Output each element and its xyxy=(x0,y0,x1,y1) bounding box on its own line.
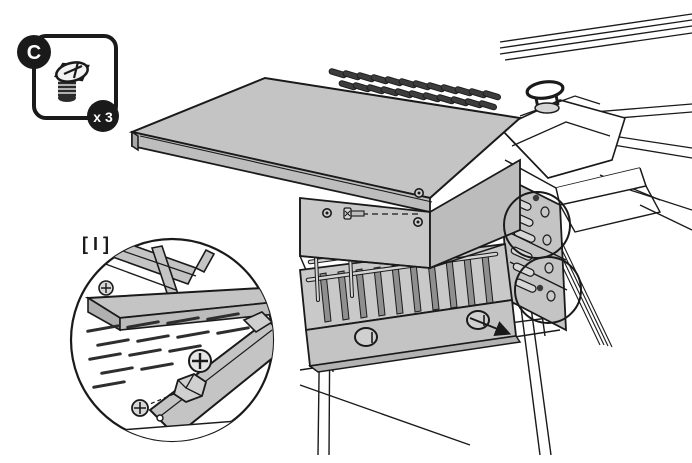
upper-rails xyxy=(499,13,692,231)
side-panel-holes xyxy=(540,206,556,302)
grill-lid-assembly xyxy=(498,80,662,233)
detail-circle-lower xyxy=(514,256,582,324)
grill-front-panel xyxy=(299,158,521,271)
detail-screw-head-icon xyxy=(131,399,149,417)
detail-view-circle xyxy=(69,237,275,443)
quantity-text: x 3 xyxy=(93,109,113,125)
control-knobs xyxy=(354,310,490,347)
side-shelf-top-panel xyxy=(128,68,523,214)
shelf-vent-slots xyxy=(328,68,501,111)
detail-view-label: [ I ] xyxy=(82,234,109,254)
detail-hex-bolt-icon xyxy=(149,372,208,405)
direction-arrow xyxy=(469,317,512,336)
pan-head-phillips-screw-icon xyxy=(53,61,90,102)
grill-front-lower-panel xyxy=(305,298,522,373)
detail-bolt-upper-icon xyxy=(98,280,114,296)
installing-screw-icon xyxy=(343,207,365,220)
grill-lid-handle-icon xyxy=(525,80,565,114)
detail-phillips-screw-icon xyxy=(188,349,212,373)
part-letter-text: C xyxy=(27,42,41,64)
front-panel-screw-holes xyxy=(321,188,424,228)
parts-callout-box: C x 3 xyxy=(17,34,119,132)
screw-insertion-dashed-path xyxy=(343,207,418,220)
quantity-badge xyxy=(87,100,119,132)
part-letter-badge xyxy=(17,35,51,69)
